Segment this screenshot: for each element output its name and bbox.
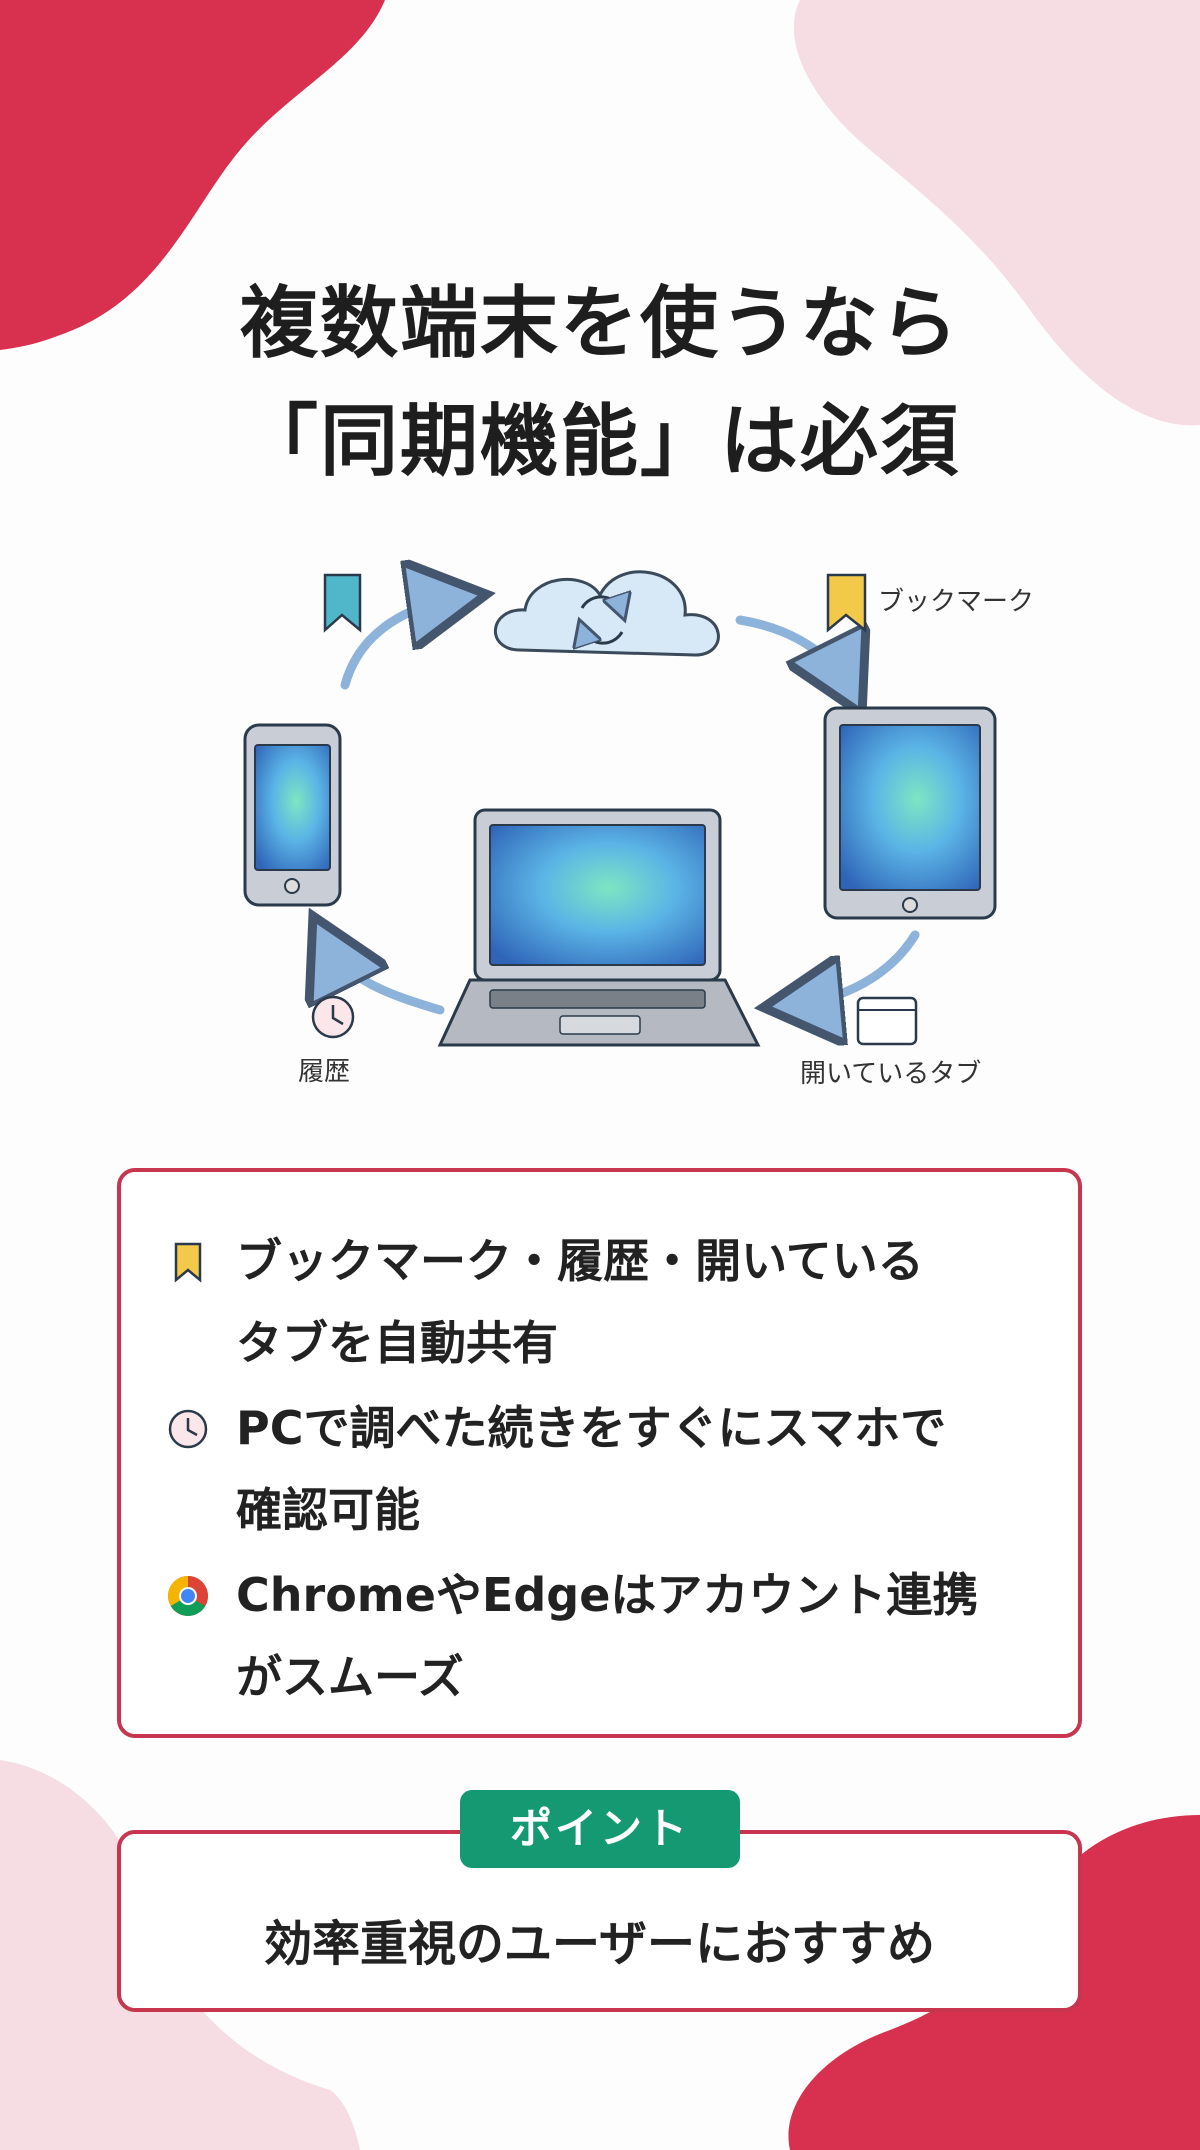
chrome-icon bbox=[168, 1576, 208, 1616]
point-badge: ポイント bbox=[460, 1790, 740, 1868]
arrow-tablet-to-laptop bbox=[790, 930, 920, 1005]
label-open-tabs: 開いているタブ bbox=[800, 1059, 981, 1089]
page-title: 複数端末を使うなら 「同期機能」は必須 bbox=[0, 265, 1200, 501]
feature-1-line-1: ブックマーク・履歴・開いている bbox=[236, 1234, 924, 1288]
arrow-laptop-to-phone bbox=[325, 940, 445, 1015]
feature-2-line-1: PCで調べた続きをすぐにスマホで bbox=[236, 1401, 947, 1455]
bookmark-icon bbox=[174, 1242, 202, 1283]
point-text: 効率重視のユーザーにおすすめ bbox=[263, 1916, 936, 1972]
smartphone-icon bbox=[243, 723, 342, 907]
feature-3-line-1: ChromeやEdgeはアカウント連携 bbox=[236, 1568, 979, 1622]
title-line-1: 複数端末を使うなら bbox=[239, 279, 960, 369]
browser-window-icon bbox=[856, 996, 918, 1046]
bookmark-yellow-icon bbox=[826, 573, 867, 633]
bookmark-teal-icon bbox=[323, 573, 362, 633]
label-bookmark: ブックマーク bbox=[878, 587, 1034, 617]
feature-2-line-2: 確認可能 bbox=[236, 1483, 420, 1537]
laptop-icon bbox=[437, 808, 761, 1047]
blob-top-right bbox=[793, 0, 1200, 426]
clock-icon bbox=[311, 995, 355, 1039]
cloud-sync-icon bbox=[493, 570, 720, 657]
clock-icon bbox=[168, 1409, 208, 1449]
title-line-2: 「同期機能」は必須 bbox=[239, 397, 960, 487]
arrow-phone-to-cloud bbox=[340, 598, 460, 690]
tablet-icon bbox=[823, 706, 997, 920]
label-history: 履歴 bbox=[298, 1057, 350, 1087]
blob-top-left bbox=[0, 0, 385, 350]
features-card: ブックマーク・履歴・開いている タブを自動共有 PCで調べた続きをすぐにスマホで… bbox=[117, 1168, 1082, 1738]
arrow-cloud-to-tablet bbox=[735, 615, 850, 690]
blob-bottom-left bbox=[0, 1760, 360, 2150]
sync-illustration: ブックマーク 履歴 開いているタブ bbox=[243, 520, 1034, 1089]
feature-3-line-2: がスムーズ bbox=[236, 1650, 464, 1704]
feature-1-line-2: タブを自動共有 bbox=[236, 1316, 558, 1370]
